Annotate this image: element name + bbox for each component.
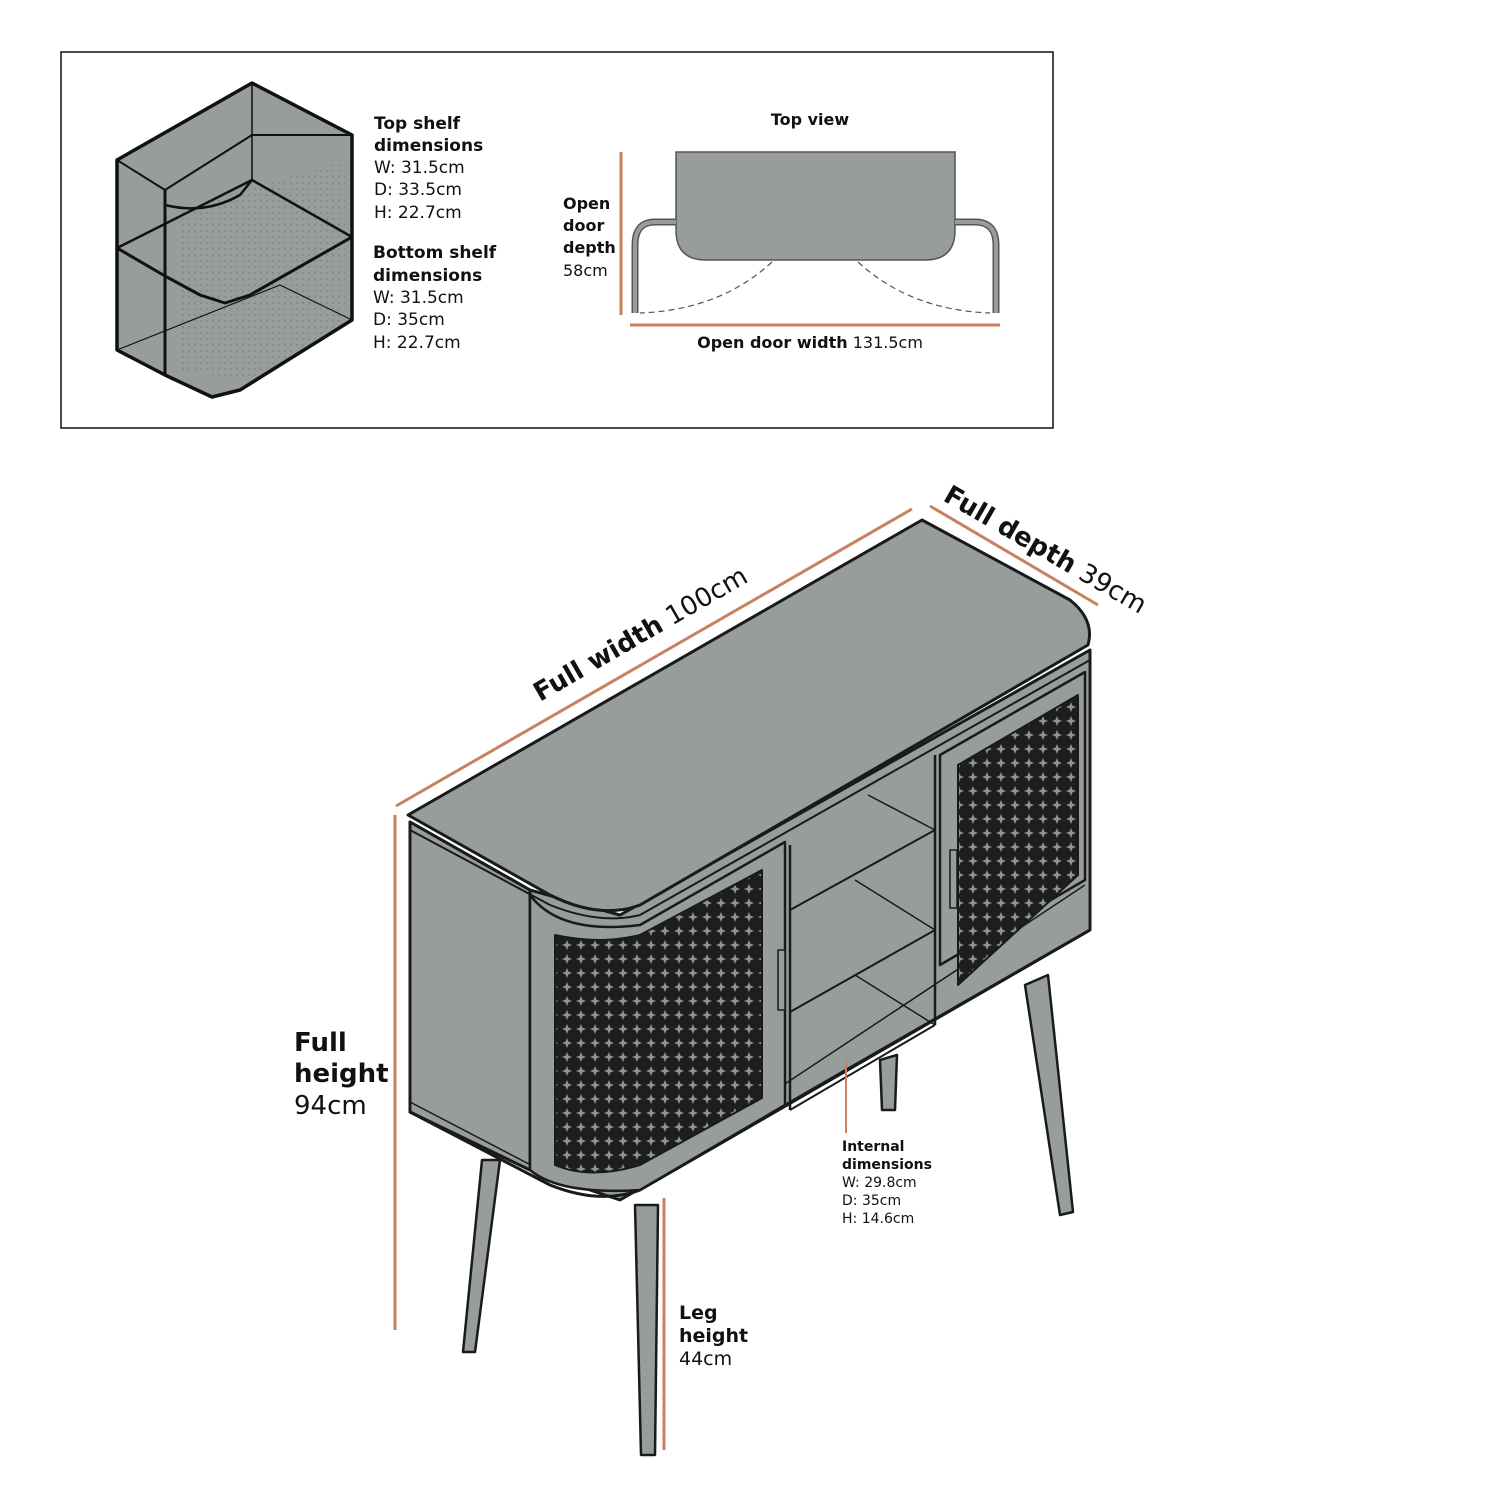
internal-width: W: 29.8cm bbox=[842, 1175, 917, 1191]
top-view-illustration bbox=[619, 151, 1000, 327]
top-shelf-height: H: 22.7cm bbox=[374, 203, 462, 223]
full-depth-line bbox=[929, 504, 1099, 607]
top-shelf-depth: D: 33.5cm bbox=[374, 180, 462, 200]
bottom-shelf-title: Bottom shelf bbox=[373, 243, 497, 263]
bottom-shelf-title: dimensions bbox=[373, 266, 482, 286]
bottom-shelf-dimensions: Bottom shelf dimensions W: 31.5cm D: 35c… bbox=[373, 243, 497, 353]
inset-frame bbox=[60, 51, 1054, 429]
top-shelf-dimensions: Top shelf dimensions W: 31.5cm D: 33.5cm… bbox=[374, 114, 483, 223]
bottom-shelf-depth: D: 35cm bbox=[373, 310, 445, 330]
open-door-depth-label: depth bbox=[563, 238, 616, 257]
leg-height-label: height bbox=[679, 1325, 748, 1347]
open-door-depth-value: 58cm bbox=[563, 261, 608, 280]
bottom-shelf-height: H: 22.7cm bbox=[373, 333, 461, 353]
leg-height-label: Leg bbox=[679, 1302, 718, 1324]
open-door-width-text: Open door width 131.5cm bbox=[697, 333, 923, 352]
internal-title: dimensions bbox=[842, 1157, 932, 1173]
open-door-depth-label: door bbox=[563, 216, 604, 235]
internal-height: H: 14.6cm bbox=[842, 1211, 914, 1227]
full-width-line bbox=[395, 507, 913, 808]
full-height-label: height bbox=[294, 1059, 389, 1089]
internal-title: Internal bbox=[842, 1139, 904, 1155]
shelf-unit-illustration bbox=[115, 81, 354, 399]
open-door-depth-label: Open bbox=[563, 194, 610, 213]
internal-depth: D: 35cm bbox=[842, 1193, 901, 1209]
full-height-label: Full bbox=[294, 1028, 347, 1058]
top-view-title: Top view bbox=[771, 110, 850, 129]
bottom-shelf-width: W: 31.5cm bbox=[373, 288, 464, 308]
internal-dimensions: Internal dimensions W: 29.8cm D: 35cm H:… bbox=[842, 1139, 932, 1227]
full-height-value: 94cm bbox=[294, 1091, 367, 1121]
sideboard-illustration bbox=[406, 518, 1092, 1457]
top-shelf-title: dimensions bbox=[374, 136, 483, 156]
leg-height-value: 44cm bbox=[679, 1348, 732, 1370]
top-shelf-title: Top shelf bbox=[374, 114, 461, 134]
top-shelf-width: W: 31.5cm bbox=[374, 158, 465, 178]
